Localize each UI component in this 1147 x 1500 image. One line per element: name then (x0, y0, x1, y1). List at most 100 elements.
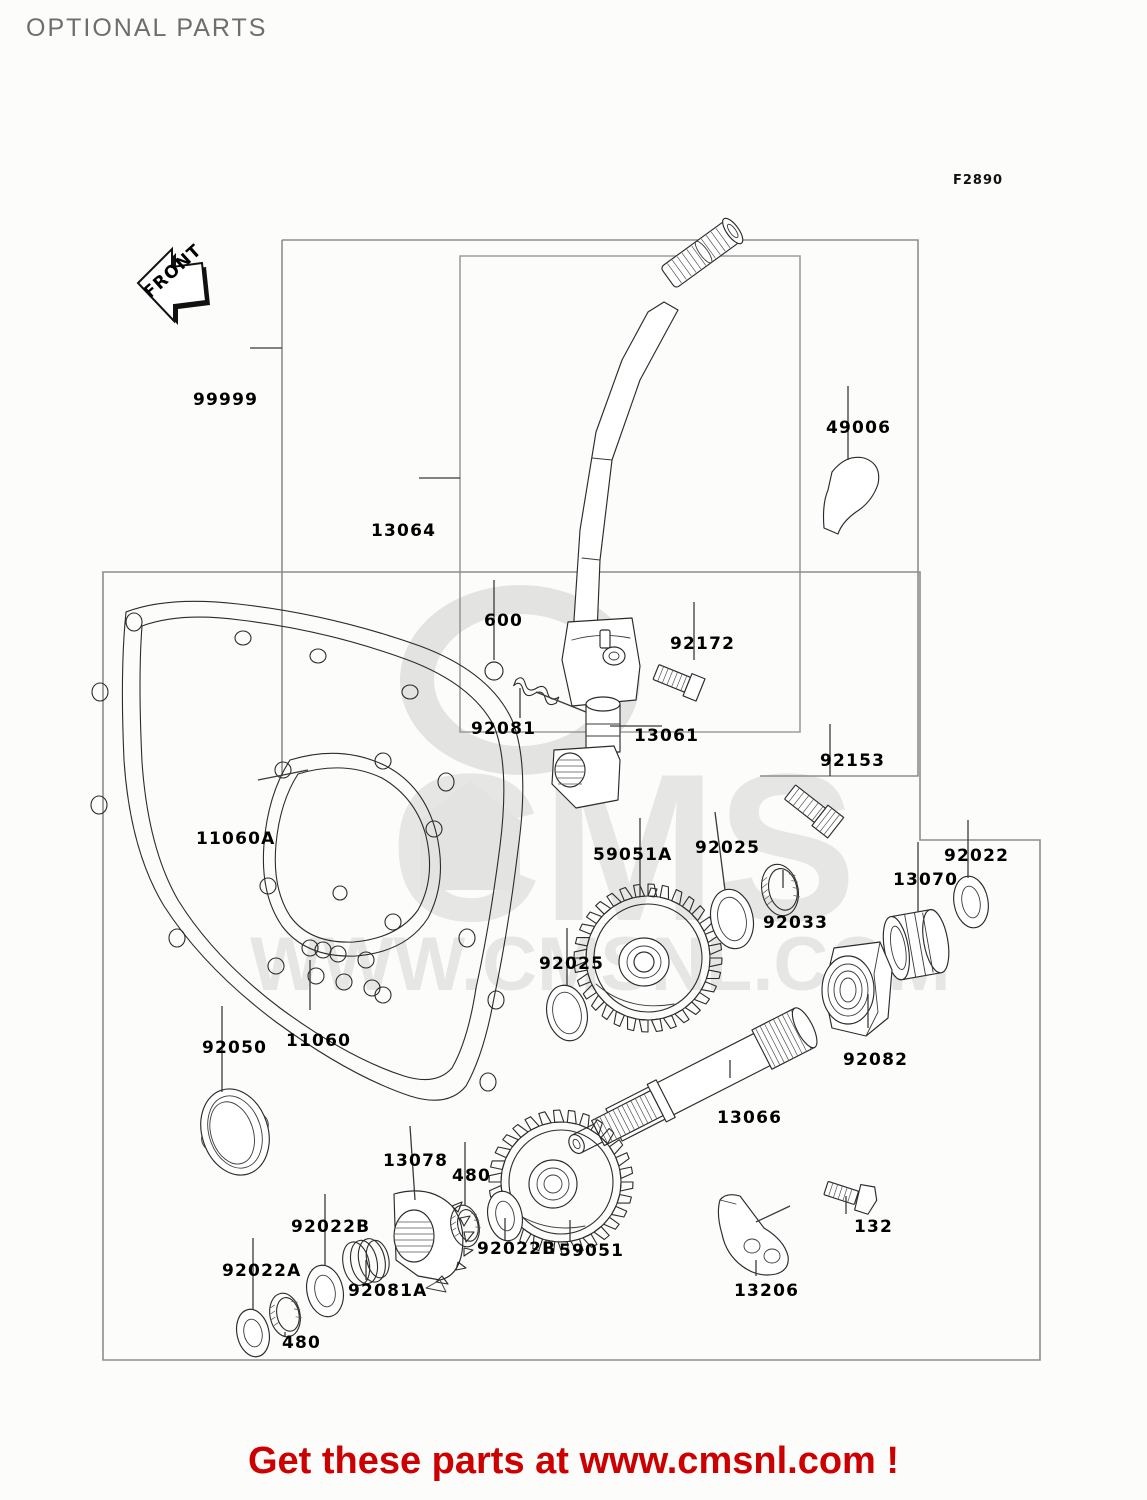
shim-92025-right (709, 888, 755, 950)
bolt-132 (823, 1181, 878, 1215)
gear-tooth (647, 883, 658, 898)
part-label-washer-left: 92022A (222, 1261, 302, 1281)
gear-tooth (574, 936, 591, 947)
washer-92022 (953, 875, 989, 929)
gear-tooth (595, 900, 612, 915)
kick-pedal-grip (661, 217, 744, 288)
kick-pedal-lever (573, 217, 744, 661)
gear-tooth (691, 905, 706, 922)
part-label-shim-right: 92025 (695, 838, 760, 858)
ratchet-13078 (393, 1190, 475, 1293)
gear-tooth (545, 1239, 556, 1255)
part-label-steel-ball: 600 (484, 611, 523, 631)
gear-59051A (573, 883, 723, 1033)
snap-ring-92033 (761, 863, 800, 917)
gear-tooth (566, 1109, 577, 1125)
gear-tooth (619, 1181, 634, 1192)
gear-tooth (494, 1146, 512, 1159)
steel-ball-part (484, 661, 504, 681)
part-label-bolt-flanged: 92172 (670, 634, 735, 654)
part-label-circlip-lower: 480 (282, 1333, 321, 1353)
part-label-rubber-boot: 49006 (826, 418, 891, 438)
gear-tooth (650, 1018, 663, 1033)
part-label-oil-seal-large: 92050 (202, 1038, 267, 1058)
gear-tooth (578, 1112, 590, 1129)
gear-tooth (619, 1166, 634, 1180)
spring-92081A (342, 1238, 390, 1286)
gear-tooth (582, 1233, 598, 1248)
bolt-92153 (784, 784, 845, 839)
part-label-kick-starter-shaft: 13066 (717, 1108, 782, 1128)
part-label-kick-ratchet: 13078 (383, 1151, 448, 1171)
oil-seal-92050 (200, 1088, 270, 1176)
gear-tooth (674, 1009, 690, 1024)
diagram-outer-frame (102, 571, 1041, 1361)
gear-tooth (610, 1205, 628, 1218)
circlip-480-lower (269, 1292, 302, 1338)
part-label-kit-assembly: 99999 (193, 390, 258, 410)
gear-tooth (601, 1003, 615, 1021)
gear-tooth (582, 984, 597, 1000)
part-label-kick-stopper-lever: 13206 (734, 1281, 799, 1301)
gear-tooth (708, 957, 723, 968)
gear-tooth (662, 1014, 677, 1030)
part-label-spring: 92081 (471, 719, 536, 739)
gear-tooth (608, 1139, 624, 1155)
washer-92022A (235, 1308, 271, 1358)
part-label-kick-ratchet-gear: 59051 (559, 1241, 624, 1261)
part-label-washer-right-lower: 92022B (477, 1239, 556, 1259)
gear-tooth (557, 1241, 570, 1255)
gear-tooth (519, 1228, 532, 1245)
gear-tooth (613, 1010, 625, 1027)
part-label-guide-bushing: 13070 (893, 870, 958, 890)
sheet-code: F2890 (953, 173, 1003, 188)
gear-tooth (600, 1127, 615, 1145)
parts-diagram: CMS WWW.CMSNL.COM F2890 FRONT (0, 60, 1147, 1420)
gear-tooth (606, 892, 622, 907)
gear-tooth (638, 1018, 649, 1033)
front-arrow: FRONT (136, 240, 210, 325)
gear-tooth (532, 1235, 544, 1252)
gear-tooth (490, 1160, 506, 1171)
stopper-lever-13206 (717, 1194, 789, 1276)
part-label-washer-mid: 92022B (291, 1217, 370, 1237)
part-label-snap-ring: 92033 (763, 913, 828, 933)
part-label-bolt-small: 132 (854, 1217, 893, 1237)
part-label-gasket-water-pump-cover: 11060A (196, 829, 276, 849)
gear-tooth (552, 1109, 565, 1123)
gear-tooth (708, 943, 723, 956)
part-label-spring-ratchet: 92081A (348, 1281, 428, 1301)
circlip-480-upper (450, 1204, 481, 1248)
gear-tooth (619, 886, 634, 902)
part-label-circlip-upper: 480 (452, 1166, 491, 1186)
gear-tooth (576, 972, 592, 987)
gear-tooth (626, 1015, 637, 1032)
gasket-11060A (259, 752, 443, 959)
gear-tooth (573, 960, 588, 973)
gear-tooth (512, 1123, 529, 1138)
gear-tooth (700, 981, 717, 993)
group-box-99999 (282, 239, 919, 777)
gear-tooth (603, 1216, 620, 1230)
part-label-gasket-crankcase-cover: 11060 (286, 1031, 351, 1051)
part-label-shim-left: 92025 (539, 954, 604, 974)
gear-tooth (579, 923, 596, 935)
gear-tooth (502, 1134, 519, 1148)
gear-tooth (524, 1116, 540, 1131)
gear-tooth (590, 1119, 603, 1136)
bolt-92172 (652, 664, 706, 702)
footer-promo: Get these parts at www.cmsnl.com ! (247, 1440, 900, 1482)
leader-lines (221, 347, 969, 1336)
page-title: OPTIONAL PARTS (26, 14, 268, 42)
shim-92025-left (546, 984, 588, 1042)
gear-tooth (616, 1193, 632, 1204)
rubber-boot-part (822, 456, 880, 535)
part-label-bolt: 92153 (820, 751, 885, 771)
shaft-13066 (568, 1007, 818, 1155)
part-label-kick-pedal-assembly: 13064 (371, 521, 436, 541)
gear-tooth (538, 1111, 552, 1126)
gear-tooth (570, 1238, 584, 1253)
gear-tooth (585, 911, 603, 925)
kick-pedal-holder (551, 617, 641, 809)
